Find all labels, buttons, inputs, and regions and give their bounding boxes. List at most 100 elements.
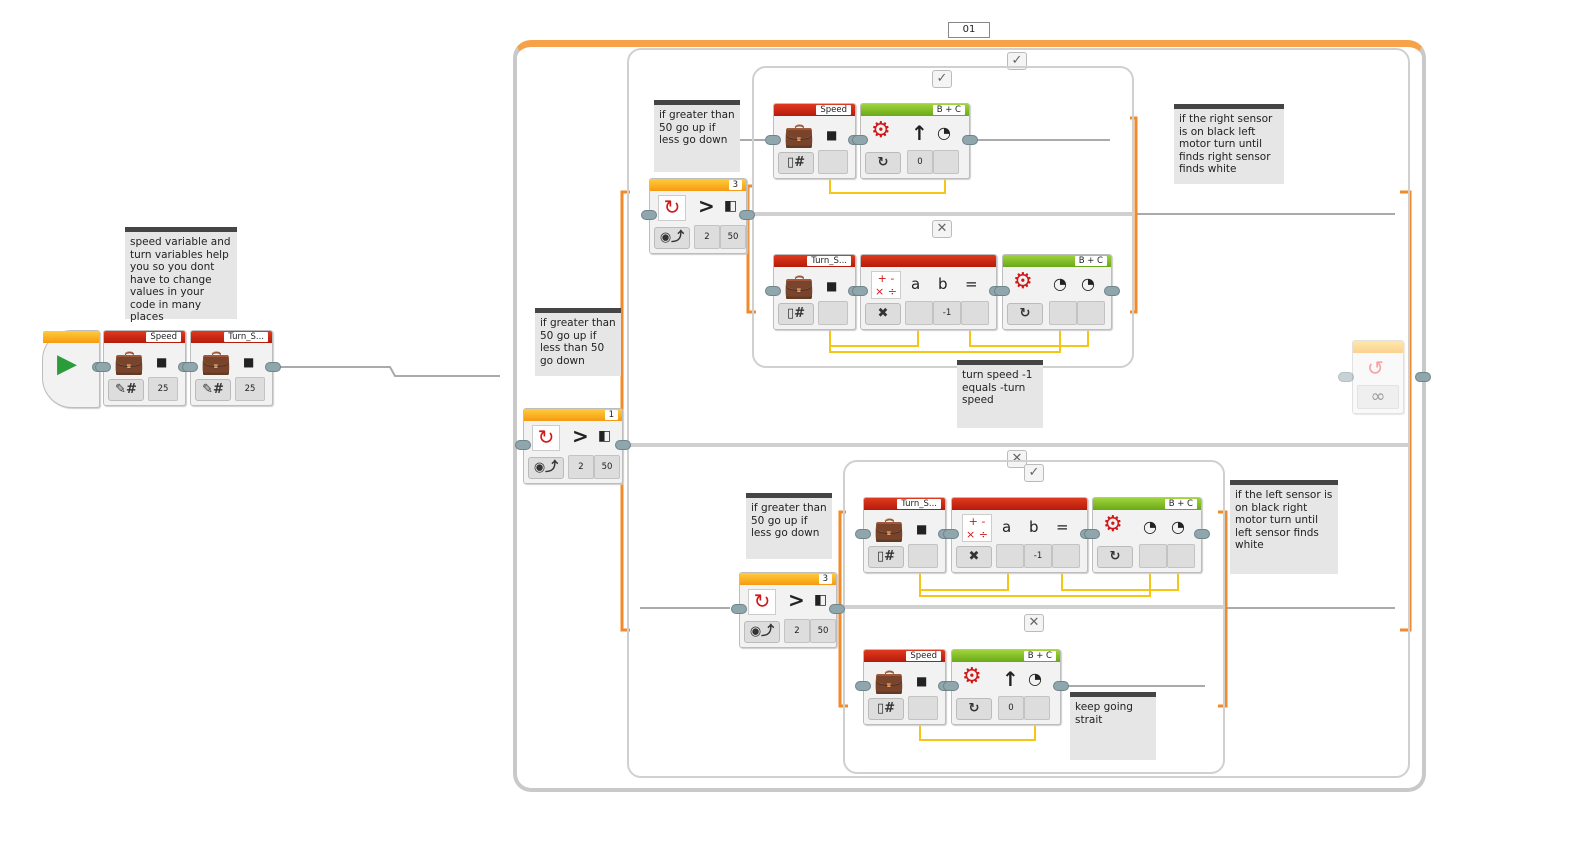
sequence-plug-out: [615, 440, 631, 450]
large-motors-icon: ⚙: [1103, 512, 1123, 537]
comment[interactable]: if the right sensor is on black left mot…: [1174, 104, 1284, 184]
comment[interactable]: if greater than 50 go up if less go down: [654, 100, 740, 172]
power-left-value[interactable]: [1049, 301, 1077, 325]
variable-read-block[interactable]: Speed💼■▯#: [773, 103, 856, 179]
power-right-value[interactable]: [1077, 301, 1105, 325]
comment[interactable]: speed variable and turn variables help y…: [125, 227, 237, 323]
case-false-tab[interactable]: ✕: [1024, 614, 1044, 632]
threshold-icon: ◧: [598, 428, 612, 444]
variable-value-slot[interactable]: [818, 150, 848, 174]
a-value[interactable]: [905, 301, 933, 325]
write-numeric-mode-icon[interactable]: ✎#: [108, 379, 144, 401]
compare-type-value[interactable]: 2: [784, 619, 810, 643]
variable-write-block[interactable]: Speed💼■✎#25: [103, 330, 186, 406]
steering-value[interactable]: 0: [998, 696, 1024, 720]
move-tank-block[interactable]: B + C⚙◔◔↻: [1092, 497, 1202, 573]
write-numeric-mode-icon[interactable]: ✎#: [195, 379, 231, 401]
compare-type-value[interactable]: 2: [568, 455, 594, 479]
power-right-value[interactable]: [1167, 544, 1195, 568]
variable-value-slot[interactable]: [908, 544, 938, 568]
block-header-label: 1: [604, 410, 618, 420]
loop-name-label[interactable]: 01: [948, 22, 990, 38]
steering-value[interactable]: 0: [907, 150, 933, 174]
case-false-tab[interactable]: ✕: [932, 220, 952, 238]
large-motors-icon: ⚙: [871, 118, 891, 143]
comment[interactable]: if greater than 50 go up if less than 50…: [535, 308, 621, 376]
result-output[interactable]: [961, 301, 989, 325]
block-header: Speed: [104, 331, 185, 343]
block-header-label: 3: [818, 574, 832, 584]
variable-icon: ■: [916, 522, 928, 536]
read-numeric-mode-icon[interactable]: ▯#: [778, 303, 814, 325]
math-port-label: a: [911, 275, 921, 293]
infinity-icon[interactable]: ∞: [1357, 385, 1399, 409]
loop-frame[interactable]: [513, 40, 1426, 792]
variable-value-slot[interactable]: [908, 696, 938, 720]
comment[interactable]: if greater than 50 go up if less go down: [746, 493, 832, 559]
variable-value-slot[interactable]: [818, 301, 848, 325]
sequence-plug-in: [943, 681, 959, 691]
compare-reflected-light-mode-icon[interactable]: ◉⤴: [654, 227, 690, 249]
compare-reflected-light-mode-icon[interactable]: ◉⤴: [744, 621, 780, 643]
motor-on-mode-icon[interactable]: ↻: [1007, 303, 1043, 325]
read-numeric-mode-icon[interactable]: ▯#: [778, 152, 814, 174]
multiply-mode-icon[interactable]: ✖: [865, 303, 901, 325]
briefcase-icon: 💼: [201, 348, 231, 376]
threshold-value[interactable]: 50: [720, 225, 746, 249]
move-tank-block[interactable]: B + C⚙◔◔↻: [1002, 254, 1112, 330]
b-value[interactable]: -1: [933, 301, 961, 325]
variable-write-block[interactable]: Turn_S...💼■✎#25: [190, 330, 273, 406]
read-numeric-mode-icon[interactable]: ▯#: [868, 698, 904, 720]
result-output[interactable]: [1052, 544, 1080, 568]
variable-read-block[interactable]: Turn_S...💼■▯#: [863, 497, 946, 573]
sequence-plug-in: [943, 529, 959, 539]
move-steering-block[interactable]: B + C⚙↑◔0↻: [951, 649, 1061, 725]
b-value[interactable]: -1: [1024, 544, 1052, 568]
case-true-tab[interactable]: ✓: [932, 70, 952, 88]
threshold-value[interactable]: 50: [594, 455, 620, 479]
case-false-tab[interactable]: ✕: [1007, 450, 1027, 468]
block-header-label: Speed: [146, 332, 181, 342]
steering-icon: ↑: [1002, 667, 1019, 691]
variable-icon: ■: [826, 279, 838, 293]
multiply-mode-icon[interactable]: ✖: [956, 546, 992, 568]
block-header-label: B + C: [932, 105, 965, 115]
comment[interactable]: if the left sensor is on black right mot…: [1230, 480, 1338, 574]
start-block[interactable]: ▶: [42, 330, 100, 408]
variable-read-block[interactable]: Speed💼■▯#: [863, 649, 946, 725]
large-motors-icon: ⚙: [1013, 269, 1033, 294]
motor-on-mode-icon[interactable]: ↻: [956, 698, 992, 720]
power-left-value[interactable]: [1139, 544, 1167, 568]
motor-on-mode-icon[interactable]: ↻: [1097, 546, 1133, 568]
variable-value-slot[interactable]: 25: [235, 377, 265, 401]
comment[interactable]: turn speed -1 equals -turn speed: [957, 360, 1043, 428]
case-true-tab[interactable]: ✓: [1007, 52, 1027, 70]
read-numeric-mode-icon[interactable]: ▯#: [868, 546, 904, 568]
case-true-tab[interactable]: ✓: [1024, 464, 1044, 482]
power-value[interactable]: [1024, 696, 1050, 720]
variable-icon: ■: [243, 355, 255, 369]
compare-type-value[interactable]: 2: [694, 225, 720, 249]
motor-on-mode-icon[interactable]: ↻: [865, 152, 901, 174]
top-inner-switch-divider: [753, 212, 1133, 216]
play-icon[interactable]: ▶: [57, 349, 77, 379]
variable-read-block[interactable]: Turn_S...💼■▯#: [773, 254, 856, 330]
move-steering-block[interactable]: B + C⚙↑◔0↻: [860, 103, 970, 179]
power-value[interactable]: [933, 150, 959, 174]
color-sensor-icon: ↻: [658, 195, 686, 221]
comparison-operator: >: [788, 588, 805, 612]
variable-value-slot[interactable]: 25: [148, 377, 178, 401]
compare-reflected-light-mode-icon[interactable]: ◉⤴: [528, 457, 564, 479]
threshold-value[interactable]: 50: [810, 619, 836, 643]
a-value[interactable]: [996, 544, 1024, 568]
loop-end-block[interactable]: ↺ ∞: [1352, 340, 1404, 414]
block-header: B + C: [861, 104, 969, 116]
color-sensor-icon: ↻: [748, 589, 776, 615]
comparison-operator: >: [698, 194, 715, 218]
comment[interactable]: keep going strait: [1070, 692, 1156, 760]
